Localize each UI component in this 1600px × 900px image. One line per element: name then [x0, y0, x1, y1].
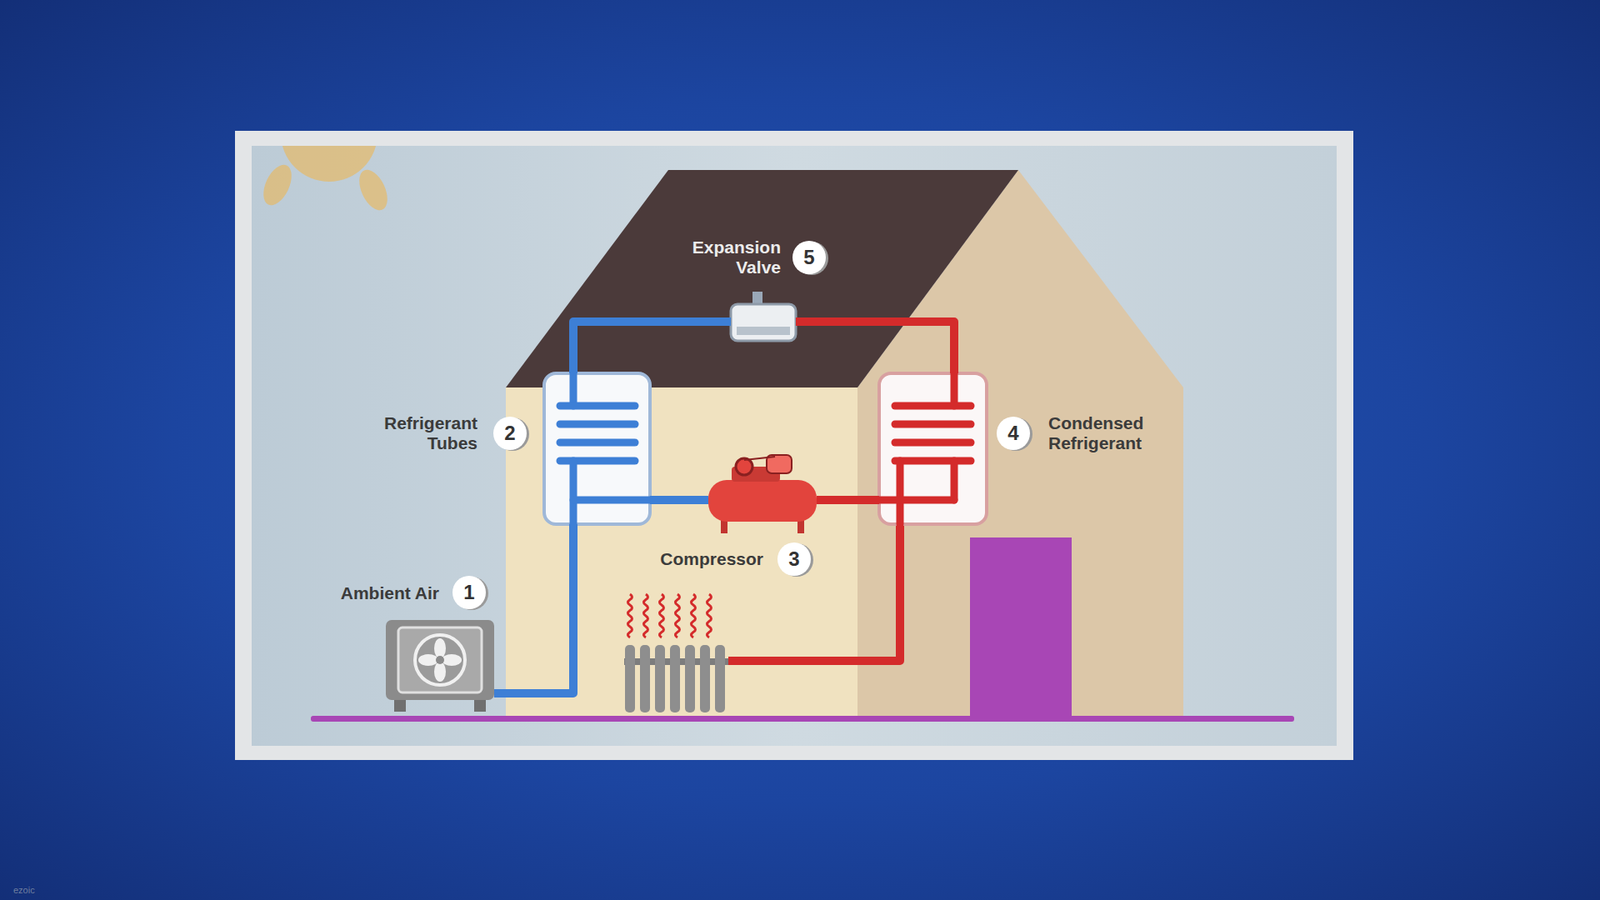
component: Compressor3 [708, 456, 817, 526]
radiator-fin [655, 645, 665, 713]
callout-number: 1 [452, 575, 486, 610]
roof [505, 170, 1019, 388]
heat-waves [628, 594, 712, 638]
refrigerant-pipe [795, 321, 955, 374]
sky [251, 145, 1337, 746]
component: Ambient Air1 [385, 620, 495, 709]
radiator-fin [685, 645, 695, 713]
panel-frame [235, 130, 1354, 760]
heat-wave [691, 594, 696, 638]
callout-number: 5 [792, 240, 826, 275]
door [970, 537, 1072, 720]
part-label: Condensed Refrigerant [1048, 413, 1144, 454]
radiator-fin [640, 645, 650, 713]
callout-number: 4 [996, 416, 1030, 450]
sun [257, 145, 393, 215]
refrigerant-pipe [573, 321, 731, 374]
part-label: Ambient Air [340, 583, 440, 604]
part-label: Expansion Valve [692, 237, 781, 278]
refrigerant-pipe [494, 524, 574, 694]
radiator-fin [625, 645, 635, 713]
component: Refrigerant Tubes2 [544, 373, 650, 525]
heat-wave [628, 594, 633, 638]
heat-wave [644, 594, 649, 638]
valve-symbol [730, 291, 796, 341]
watermark: ezoic [13, 885, 35, 895]
sun-ray [257, 160, 297, 210]
part-label: Refrigerant Tubes [384, 413, 478, 454]
sun-ray [353, 165, 393, 215]
callout-number: 2 [493, 416, 527, 450]
heat-wave [660, 594, 665, 638]
ground-line [310, 715, 1295, 722]
radiator-fin [700, 645, 710, 713]
refrigerant-pipe [650, 495, 709, 505]
radiator-fin [670, 645, 680, 713]
callout-number: 3 [777, 542, 811, 576]
red-coil [879, 373, 971, 525]
compressor-symbol [708, 455, 817, 534]
condenser-box [879, 373, 987, 525]
refrigerant-pipe [816, 495, 880, 505]
heat-wave [707, 594, 712, 638]
part-label: Compressor [660, 549, 764, 570]
tube-box [544, 373, 650, 525]
component: Condensed Refrigerant4 [879, 373, 987, 525]
radiator-fin [715, 645, 725, 713]
fan-unit [385, 620, 495, 712]
radiator [624, 645, 729, 713]
component: Expansion Valve5 [730, 304, 796, 341]
heat-wave [675, 594, 680, 638]
blue-coil [560, 373, 650, 525]
red-pipe [728, 524, 900, 661]
